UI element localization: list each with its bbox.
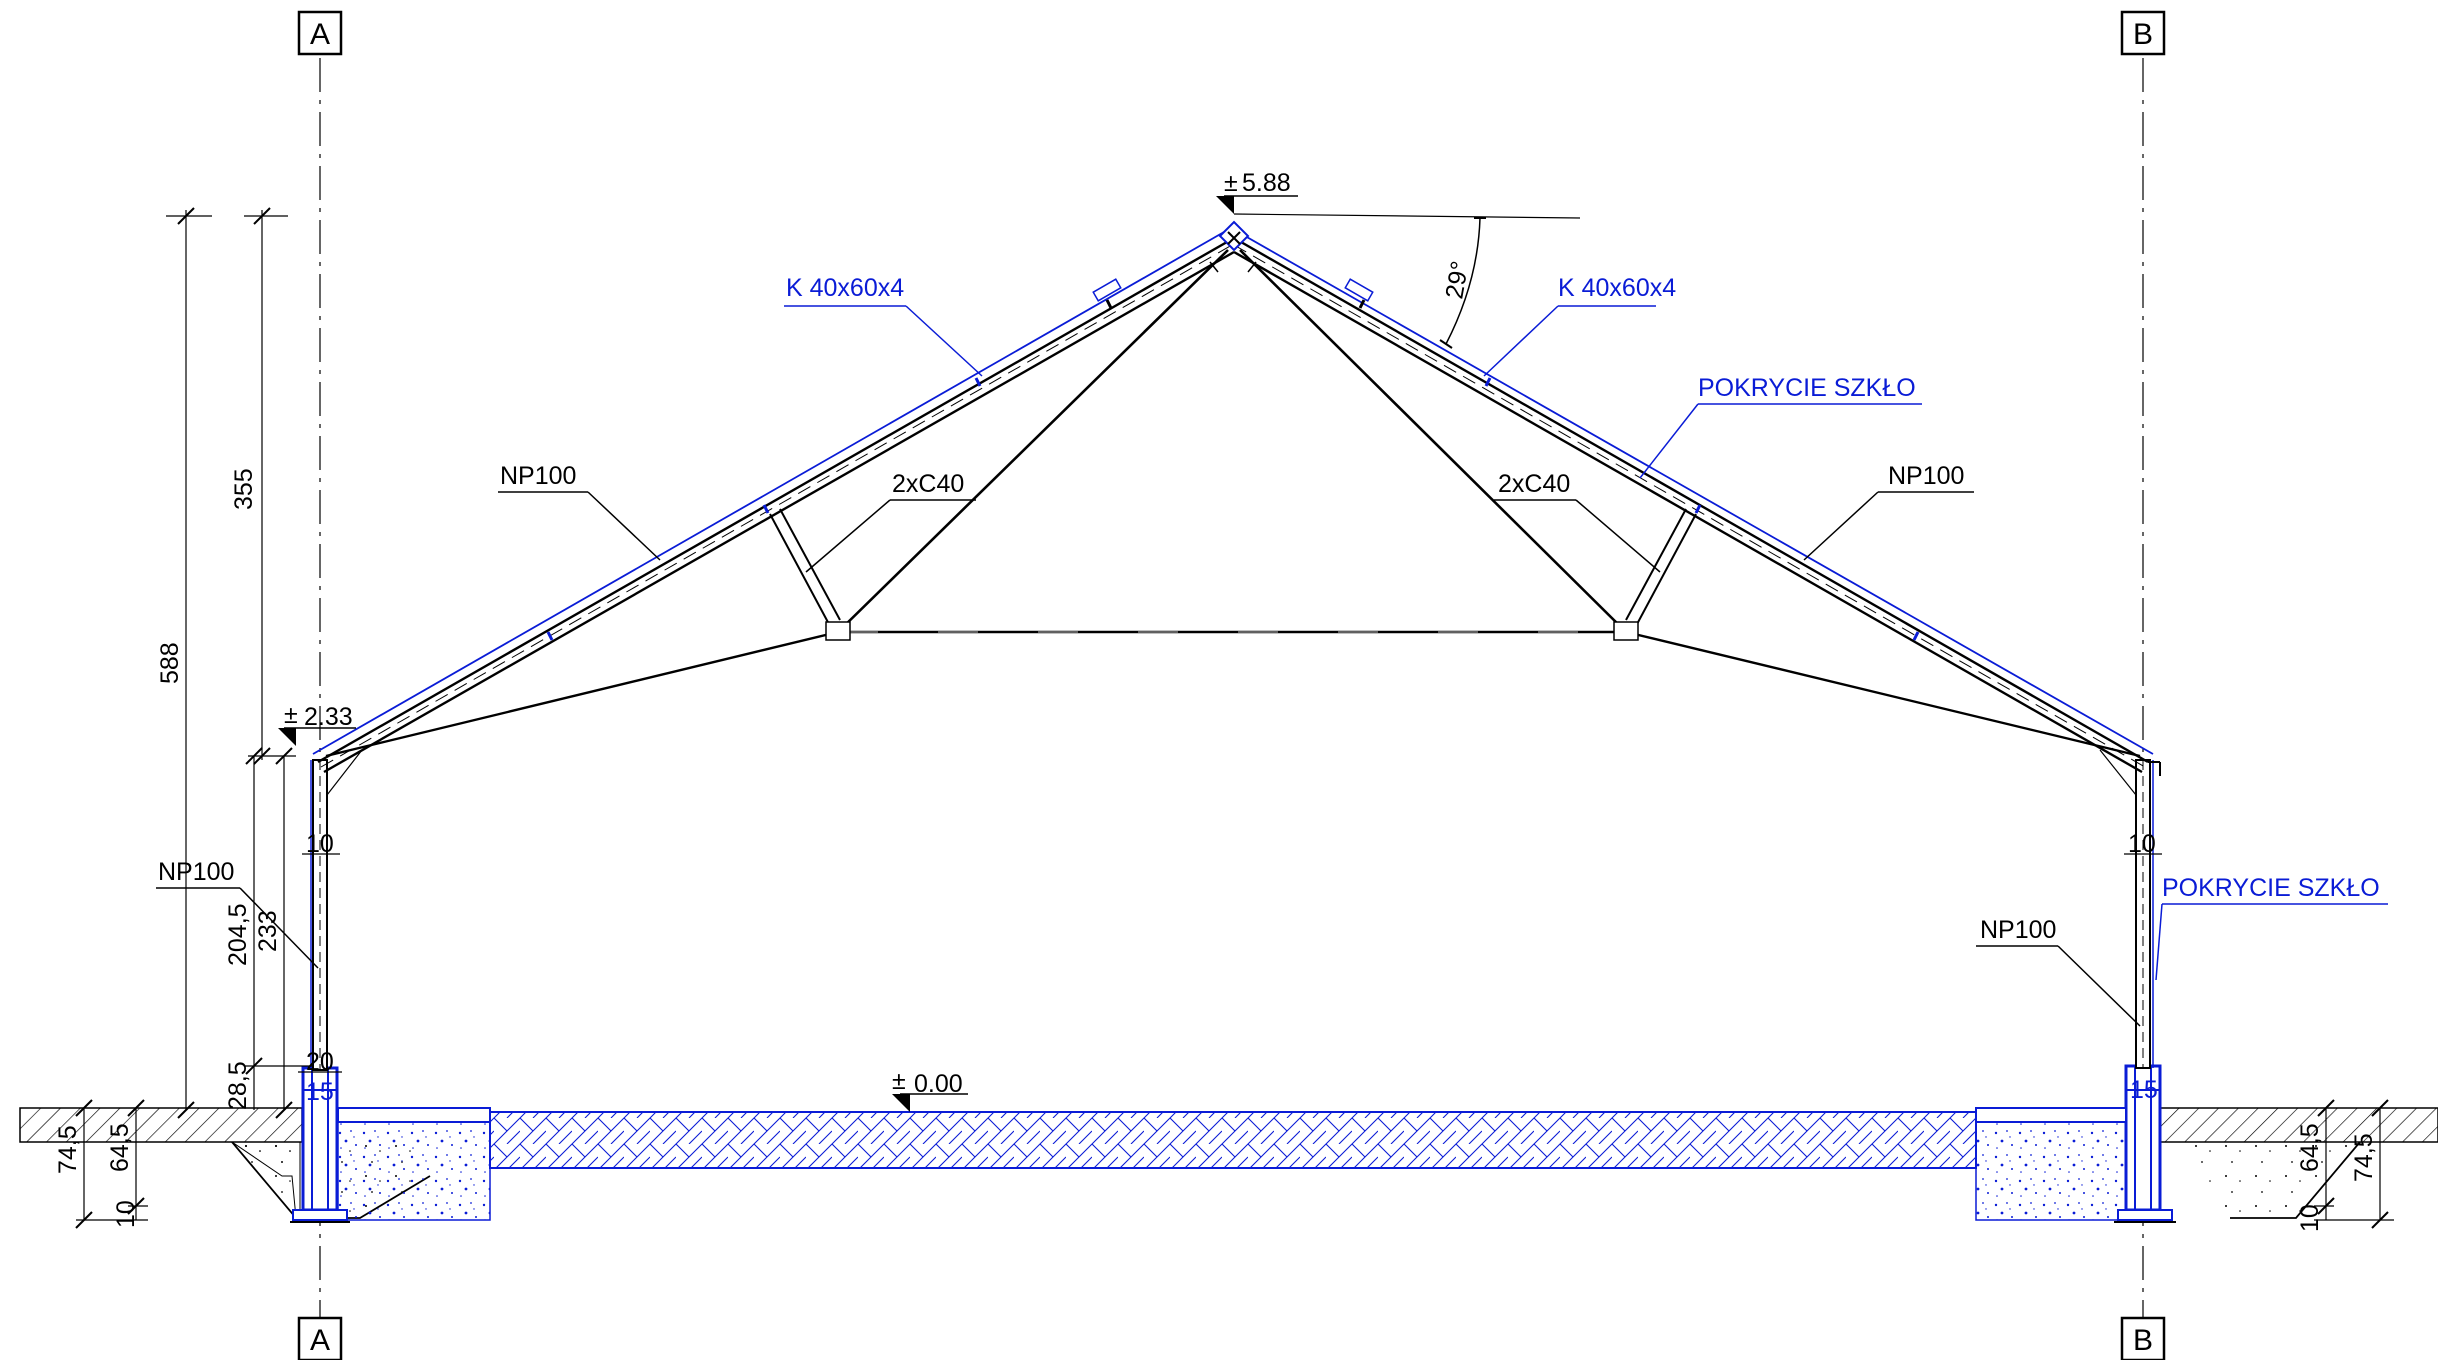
floor-slab [489,1111,1977,1169]
purlin-markers [546,278,2161,776]
label-roof-cover: POKRYCIE SZKŁO [1639,374,1922,479]
label-strut-right: 2xC40 [1494,470,1661,573]
svg-text:355: 355 [230,468,258,510]
svg-text:28,5: 28,5 [224,1061,252,1110]
level-ridge: ± 5.88 [1216,169,1581,219]
svg-text:±: ± [892,1067,906,1095]
svg-text:B: B [2133,18,2153,51]
label-column-right: NP100 [1976,916,2141,1027]
svg-text:10: 10 [2296,1204,2324,1232]
svg-text:74,5: 74,5 [2350,1133,2378,1182]
ground-left [19,1107,303,1143]
svg-text:233: 233 [254,910,282,952]
svg-text:74,5: 74,5 [54,1125,82,1174]
svg-text:A: A [310,1324,330,1357]
truss-bottom-chord-right [1625,630,2141,758]
svg-text:2xC40: 2xC40 [892,470,964,498]
label-rafter-np-left: NP100 [498,462,661,561]
dim-roof-height: 355 [230,207,288,765]
rafter-left [312,227,1235,774]
label-rafter-right: K 40x60x4 [1483,274,1676,377]
svg-text:20: 20 [306,1048,334,1076]
svg-text:±: ± [1224,169,1238,197]
truss-diagonal-right [1239,249,1627,633]
svg-text:2xC40: 2xC40 [1498,470,1570,498]
svg-text:K 40x60x4: K 40x60x4 [786,274,904,302]
svg-text:POKRYCIE SZKŁO: POKRYCIE SZKŁO [1698,374,1916,402]
svg-text:2.33: 2.33 [304,703,353,731]
label-wall-cover: POKRYCIE SZKŁO [2155,874,2388,981]
ridge-joint [1218,220,1250,252]
svg-text:204,5: 204,5 [224,903,252,966]
svg-text:NP100: NP100 [1888,462,1964,490]
svg-text:NP100: NP100 [500,462,576,490]
svg-text:±: ± [284,701,298,729]
label-column-left: NP100 [156,858,319,969]
level-floor: ± 0.00 [892,1067,968,1112]
dim-total-height: 588 [156,207,212,1119]
svg-text:NP100: NP100 [158,858,234,886]
svg-text:K 40x60x4: K 40x60x4 [1558,274,1676,302]
truss-bottom-chord-left [325,630,839,758]
dim-plinth-left: 20 15 [298,1048,342,1106]
dim-base-height: 28,5 [224,1061,255,1110]
dim-column-width-right: 10 [2124,830,2162,858]
strut-right [1625,508,1697,627]
dim-footing-right: 64,5 74,5 10 [2296,1099,2394,1232]
svg-text:10: 10 [306,830,334,858]
truss-node-left [825,621,851,641]
strut-left [769,508,841,627]
svg-text:15: 15 [306,1078,334,1106]
svg-text:5.88: 5.88 [1242,169,1291,197]
dim-column-width-left: 10 [302,830,340,858]
column-right [2135,759,2154,1069]
roof-angle-dimension: 29° [1439,217,1486,349]
svg-text:0.00: 0.00 [914,1070,963,1098]
rafter-right [1230,227,2154,774]
axis-marker-a-bottom: A [297,1316,343,1360]
label-rafter-np-right: NP100 [1803,462,1974,561]
foundation-left [230,1066,491,1223]
axis-marker-a-top: A [297,10,343,56]
dim-wall-height: 233 [248,747,296,1119]
svg-text:64,5: 64,5 [2296,1123,2324,1172]
svg-text:A: A [310,18,330,51]
svg-text:15: 15 [2130,1076,2158,1104]
truss-node-right [1613,621,1639,641]
svg-text:588: 588 [156,642,184,684]
svg-text:NP100: NP100 [1980,916,2056,944]
level-eaves: ± 2.33 [278,701,356,746]
column-left [310,759,328,1071]
axis-marker-b-top: B [2120,10,2166,56]
dim-plinth-right: 15 [2130,1076,2158,1104]
label-strut-left: 2xC40 [805,470,976,573]
svg-text:10: 10 [112,1200,140,1228]
svg-text:64,5: 64,5 [106,1123,134,1172]
svg-text:B: B [2133,1324,2153,1357]
svg-text:29°: 29° [1440,259,1474,301]
svg-text:10: 10 [2128,830,2156,858]
knee-brace-left [326,749,363,796]
svg-text:POKRYCIE SZKŁO: POKRYCIE SZKŁO [2162,874,2380,902]
truss-diagonal-left [837,249,1229,633]
label-rafter-left: K 40x60x4 [784,274,983,377]
axis-marker-b-bottom: B [2120,1316,2166,1360]
knee-brace-right [2099,749,2137,796]
dim-footing-left: 74,5 64,5 10 [54,1099,148,1229]
foundation-right [1975,1064,2361,1223]
